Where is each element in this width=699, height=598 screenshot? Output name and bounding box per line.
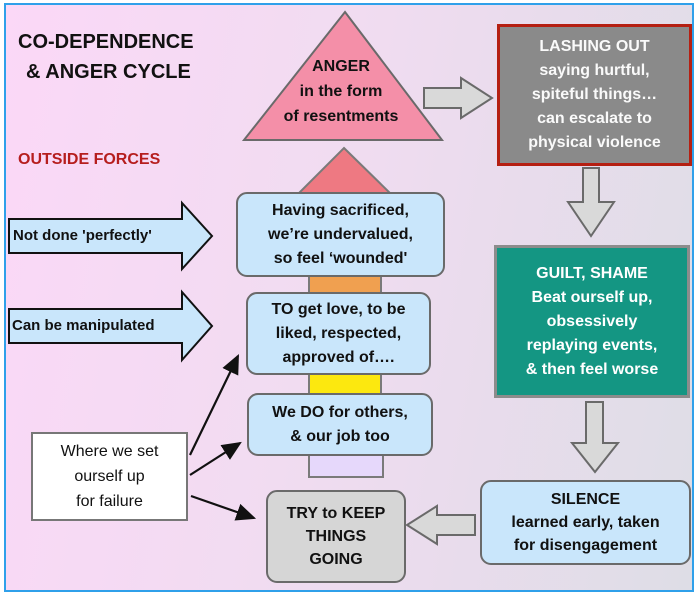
silence-box: SILENCE learned early, taken for disenga… — [480, 480, 691, 565]
lashing-out-box: LASHING OUT saying hurtful, spiteful thi… — [497, 24, 692, 166]
lashing-out-line: spiteful things… — [531, 86, 658, 103]
title-line-1: CO-DEPENDENCE — [18, 31, 194, 53]
silence-line: learned early, taken — [511, 514, 660, 531]
stack-line: We DO for others, — [272, 403, 408, 421]
stack-box-get-love: TO get love, to be liked, respected, app… — [246, 292, 431, 375]
anger-label: ANGER in the form of resentments — [268, 54, 414, 129]
try-keep-going-line: TRY to KEEP — [286, 505, 386, 522]
anger-line: of resentments — [283, 108, 399, 125]
stack-line: we’re undervalued, — [268, 225, 413, 243]
outside-force-arrow-2 — [8, 289, 214, 363]
stack-line: so feel ‘wounded' — [273, 249, 408, 267]
arrow-down-icon — [569, 401, 621, 474]
anger-line: in the form — [299, 83, 383, 100]
pointer-arrow-to-love — [189, 354, 239, 456]
failure-setup-line: Where we set — [60, 443, 159, 460]
try-keep-going-box: TRY to KEEP THINGS GOING — [266, 490, 406, 583]
silence-line: for disengagement — [513, 537, 658, 554]
anger-heading: ANGER — [312, 58, 370, 75]
lashing-out-heading: LASHING OUT — [539, 38, 650, 55]
stack-box-do-for-others: We DO for others, & our job too — [247, 393, 433, 456]
outside-force-label-1: Not done 'perfectly' — [13, 227, 152, 244]
try-keep-going-line: GOING — [309, 551, 363, 568]
anger-triangle — [241, 10, 445, 141]
arrow-right-icon — [423, 76, 494, 120]
stack-line: Having sacrificed, — [272, 201, 409, 219]
pointer-arrow-to-try — [190, 494, 257, 521]
failure-setup-line: ourself up — [74, 468, 145, 485]
guilt-shame-line: & then feel worse — [525, 360, 659, 378]
arrow-down-icon — [566, 167, 616, 238]
outside-force-arrow-1 — [8, 200, 214, 272]
stack-box-wounded: Having sacrificed, we’re undervalued, so… — [236, 192, 445, 277]
stack-line: liked, respected, — [275, 324, 402, 342]
stack-top-triangle — [294, 146, 395, 196]
stack-line: approved of…. — [282, 348, 395, 366]
guilt-shame-line: Beat ourself up, — [531, 288, 653, 306]
arrow-left-icon — [405, 504, 476, 546]
diagram-title: CO-DEPENDENCE & ANGER CYCLE — [18, 27, 194, 87]
stack-line: TO get love, to be — [271, 300, 406, 318]
lashing-out-line: physical violence — [528, 134, 661, 151]
title-line-2: & ANGER CYCLE — [26, 61, 191, 83]
outside-force-label-2: Can be manipulated — [12, 317, 155, 334]
lashing-out-line: saying hurtful, — [539, 62, 650, 79]
try-keep-going-line: THINGS — [305, 528, 367, 545]
lashing-out-line: can escalate to — [537, 110, 652, 127]
guilt-shame-heading: GUILT, SHAME — [536, 264, 648, 282]
failure-setup-box: Where we set ourself up for failure — [31, 432, 188, 521]
silence-heading: SILENCE — [550, 491, 621, 508]
guilt-shame-line: obsessively — [546, 312, 638, 330]
stack-line: & our job too — [290, 427, 390, 445]
failure-setup-line: for failure — [76, 493, 143, 510]
pointer-arrow-to-do — [189, 441, 242, 476]
guilt-shame-line: replaying events, — [526, 336, 658, 354]
outside-forces-heading: OUTSIDE FORCES — [18, 151, 161, 168]
guilt-shame-box: GUILT, SHAME Beat ourself up, obsessivel… — [494, 245, 690, 398]
